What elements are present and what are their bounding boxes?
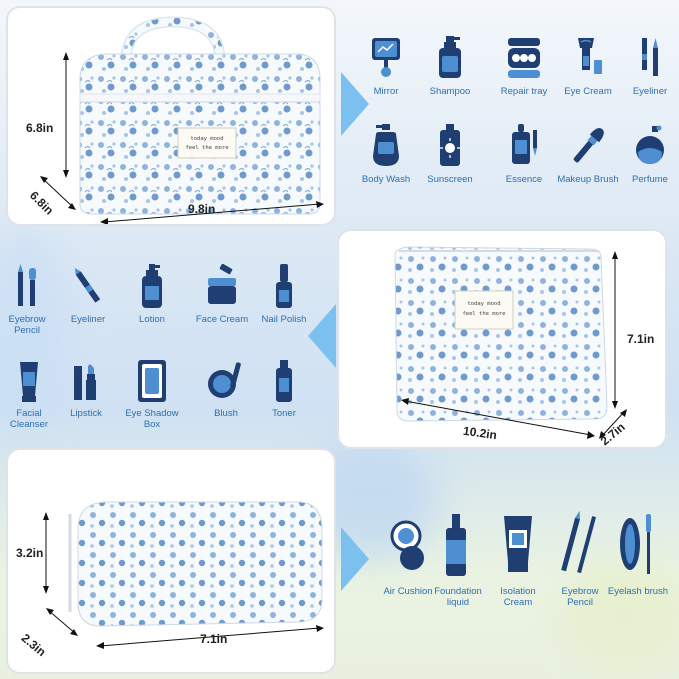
icon-cell-isolation-cream: Isolation Cream <box>486 510 550 608</box>
large-pouch-image: today mood feel the more <box>394 246 627 439</box>
icon-label: Facial Cleanser <box>9 408 49 430</box>
icon-cell-mirror: Mirror <box>354 34 418 97</box>
icon-cell-eye-cream: Eye Cream <box>556 34 620 97</box>
icon-cell-foundation-liquid: Foundation liquid <box>426 510 490 608</box>
icon-label: Isolation Cream <box>500 586 536 608</box>
middle-tag-line1: today mood <box>467 301 500 307</box>
vanity-case-image: today mood feel the more <box>40 16 324 224</box>
eyelash-brush-icon <box>620 514 651 574</box>
air-cushion-icon <box>390 520 424 570</box>
icon-label: Lipstick <box>70 408 102 419</box>
icon-label: Eyebrow Pencil <box>8 314 46 336</box>
eyebrow-pencil-icon <box>18 264 36 306</box>
bottom-bag-width: 7.1in <box>200 632 228 646</box>
icon-label: Blush <box>214 408 238 419</box>
top-bag-width: 9.8in <box>188 202 216 216</box>
foundation-liquid-icon <box>446 514 466 576</box>
middle-bag-panel: today mood feel the more 7.1in 10.2in 2.… <box>337 229 667 449</box>
icon-cell-eyebrow-pencil-2: Eyebrow Pencil <box>548 510 612 608</box>
eyeliner-icon <box>642 38 658 76</box>
icon-label: Eyebrow Pencil <box>561 586 599 608</box>
perfume-icon <box>636 125 664 164</box>
icon-cell-eyeliner: Eyeliner <box>618 34 679 97</box>
icon-cell-body-wash: Body Wash <box>354 122 418 185</box>
icon-label: Essence <box>505 174 543 185</box>
icon-cell-perfume: Perfume <box>618 122 679 185</box>
icon-cell-face-cream: Face Cream <box>190 264 254 325</box>
icon-cell-lotion: Lotion <box>120 264 184 325</box>
icon-label: Makeup Brush <box>557 174 619 185</box>
icon-cell-makeup-brush: Makeup Brush <box>556 122 620 185</box>
icon-label: Air Cushion <box>383 586 433 597</box>
middle-bag-height: 7.1in <box>627 332 655 346</box>
bottom-bag-panel: 3.2in 2.3in 7.1in <box>6 448 336 674</box>
repair-tray-icon <box>508 38 540 78</box>
top-tag-line1: today mood <box>190 136 223 142</box>
icon-cell-eyeliner-2: Eyeliner <box>56 264 120 325</box>
icon-label: Foundation liquid <box>434 586 482 608</box>
mirror-icon <box>372 38 400 77</box>
icon-cell-eyebrow-pencil: Eyebrow Pencil <box>0 264 59 336</box>
icon-cell-eyelash-brush: Eyelash brush <box>606 510 670 597</box>
icon-cell-air-cushion: Air Cushion <box>376 510 440 597</box>
body-wash-icon <box>373 124 399 166</box>
icon-label: Repair tray <box>500 86 548 97</box>
shampoo-icon <box>439 36 461 78</box>
icon-label: Eyeliner <box>70 314 106 325</box>
facial-cleanser-icon <box>20 362 38 402</box>
pointer-arrow <box>341 527 369 591</box>
eye-shadow-box-icon <box>138 360 166 402</box>
icon-label: Eyeliner <box>632 86 668 97</box>
top-bag-panel: today mood feel the more 6.8in 6.8in 9.8… <box>6 6 336 226</box>
eye-cream-icon <box>578 38 602 74</box>
icon-cell-eye-shadow-box: Eye Shadow Box <box>120 358 184 430</box>
icon-cell-nail-polish: Nail Polish <box>252 264 316 325</box>
small-pouch-image <box>43 501 324 649</box>
essence-icon <box>512 124 537 164</box>
top-bag-height: 6.8in <box>26 121 54 135</box>
icon-label: Mirror <box>373 86 399 97</box>
icon-cell-shampoo: Shampoo <box>418 34 482 97</box>
icon-label: Eye Cream <box>564 86 612 97</box>
middle-tag-line2: feel the more <box>462 311 505 317</box>
top-tag-line2: feel the more <box>185 145 228 151</box>
icon-label: Body Wash <box>361 174 411 185</box>
icon-label: Eye Shadow Box <box>125 408 179 430</box>
toner-icon <box>276 360 292 402</box>
icon-label: Perfume <box>632 174 668 185</box>
icon-label: Lotion <box>139 314 165 325</box>
pointer-arrow <box>308 304 336 368</box>
icon-cell-repair-tray: Repair tray <box>492 34 556 97</box>
lotion-icon <box>142 264 162 308</box>
icon-label: Sunscreen <box>427 174 473 185</box>
icon-label: Eyelash brush <box>607 586 669 597</box>
makeup-brush-icon <box>573 128 604 163</box>
blush-icon <box>208 362 241 398</box>
icon-cell-blush: Blush <box>194 358 258 419</box>
pointer-arrow <box>341 72 369 136</box>
eyeliner-icon <box>74 268 101 303</box>
icon-cell-facial-cleanser: Facial Cleanser <box>0 358 61 430</box>
nail-polish-icon <box>276 264 292 308</box>
icon-label: Shampoo <box>429 86 471 97</box>
eyebrow-pencil-icon <box>561 510 597 574</box>
bottom-bag-height: 3.2in <box>16 546 44 560</box>
face-cream-icon <box>208 264 236 304</box>
background-blur <box>560 560 679 670</box>
icon-label: Nail Polish <box>261 314 307 325</box>
lipstick-icon <box>74 364 96 400</box>
icon-cell-essence: Essence <box>492 122 556 185</box>
icon-cell-sunscreen: Sunscreen <box>418 122 482 185</box>
icon-label: Toner <box>272 408 296 419</box>
sunscreen-icon <box>440 124 460 166</box>
icon-cell-lipstick: Lipstick <box>54 358 118 419</box>
icon-label: Face Cream <box>195 314 249 325</box>
icon-cell-toner: Toner <box>252 358 316 419</box>
isolation-cream-icon <box>504 516 532 572</box>
